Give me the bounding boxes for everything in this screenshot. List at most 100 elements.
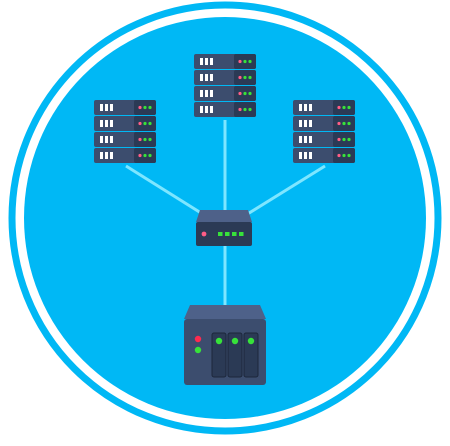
switch-top	[196, 210, 252, 222]
status-led-green	[248, 91, 252, 96]
nas-drive-bay	[243, 332, 259, 378]
status-led-green	[148, 105, 152, 110]
status-led-red	[238, 91, 242, 96]
server-unit	[94, 116, 156, 131]
status-led-green	[143, 121, 147, 126]
vent-slot	[210, 58, 213, 65]
vent-slot	[309, 152, 312, 159]
status-led-green	[248, 75, 252, 80]
vent-slot	[304, 104, 307, 111]
vent-slot	[200, 106, 203, 113]
status-led-green	[143, 153, 147, 158]
server-unit	[94, 148, 156, 163]
status-led-green	[342, 137, 346, 142]
status-led-green	[342, 153, 346, 158]
switch-port-led	[218, 232, 223, 236]
devices	[94, 54, 355, 385]
server-unit	[94, 132, 156, 147]
vent-slot	[105, 120, 108, 127]
server-unit	[194, 54, 256, 69]
vent-slot	[100, 136, 103, 143]
switch-network-switch-icon	[196, 210, 252, 246]
server-unit	[293, 132, 355, 147]
status-led-red	[238, 75, 242, 80]
vent-slot	[110, 136, 113, 143]
vent-slot	[210, 74, 213, 81]
vent-slot	[200, 74, 203, 81]
status-led-green	[347, 137, 351, 142]
server-unit	[194, 70, 256, 85]
vent-slot	[205, 106, 208, 113]
status-led-red	[138, 121, 142, 126]
vent-slot	[200, 90, 203, 97]
vent-slot	[304, 152, 307, 159]
server-unit	[293, 100, 355, 115]
status-led-red	[337, 137, 341, 142]
status-led-green	[342, 105, 346, 110]
vent-slot	[100, 152, 103, 159]
server-unit	[94, 100, 156, 115]
status-led-green	[347, 105, 351, 110]
nas-nas-storage-icon	[184, 305, 266, 385]
status-led-red	[238, 107, 242, 112]
status-led-green	[243, 59, 247, 64]
vent-slot	[210, 106, 213, 113]
vent-slot	[100, 104, 103, 111]
status-led-red	[337, 121, 341, 126]
nas-drive-led	[247, 337, 255, 345]
status-led-green	[243, 91, 247, 96]
server-unit	[194, 102, 256, 117]
vent-slot	[205, 74, 208, 81]
vent-slot	[309, 136, 312, 143]
vent-slot	[299, 104, 302, 111]
status-led-green	[248, 107, 252, 112]
switch-front	[196, 222, 252, 246]
status-led-red	[138, 105, 142, 110]
vent-slot	[205, 90, 208, 97]
vent-slot	[110, 152, 113, 159]
status-led-green	[148, 137, 152, 142]
status-led-green	[342, 121, 346, 126]
vent-slot	[309, 120, 312, 127]
nas-drive-led	[231, 337, 239, 345]
nas-drive-led	[215, 337, 223, 345]
vent-slot	[304, 136, 307, 143]
status-led-green	[243, 107, 247, 112]
server-right-server-rack-icon	[293, 100, 355, 163]
status-led-green	[248, 59, 252, 64]
vent-slot	[105, 136, 108, 143]
switch-port-led	[239, 232, 244, 236]
status-led-green	[347, 153, 351, 158]
status-led-red	[138, 153, 142, 158]
vent-slot	[100, 120, 103, 127]
nas-drive-bay	[211, 332, 227, 378]
status-led-red	[337, 153, 341, 158]
nas-led-green	[194, 346, 202, 354]
status-led-red	[138, 137, 142, 142]
server-unit	[293, 116, 355, 131]
nas-drive-bay	[227, 332, 243, 378]
status-led-green	[243, 75, 247, 80]
nas-led-red	[194, 335, 202, 343]
server-left-server-rack-icon	[94, 100, 156, 163]
status-led-red	[238, 59, 242, 64]
vent-slot	[309, 104, 312, 111]
status-led-green	[143, 105, 147, 110]
switch-power-led	[201, 231, 207, 237]
switch-port-led	[232, 232, 237, 236]
vent-slot	[205, 58, 208, 65]
status-led-red	[337, 105, 341, 110]
nas-top	[184, 305, 266, 319]
vent-slot	[110, 104, 113, 111]
vent-slot	[299, 136, 302, 143]
status-led-green	[148, 121, 152, 126]
status-led-green	[143, 137, 147, 142]
vent-slot	[110, 120, 113, 127]
vent-slot	[299, 152, 302, 159]
vent-slot	[200, 58, 203, 65]
status-led-green	[148, 153, 152, 158]
server-unit	[293, 148, 355, 163]
server-unit	[194, 86, 256, 101]
